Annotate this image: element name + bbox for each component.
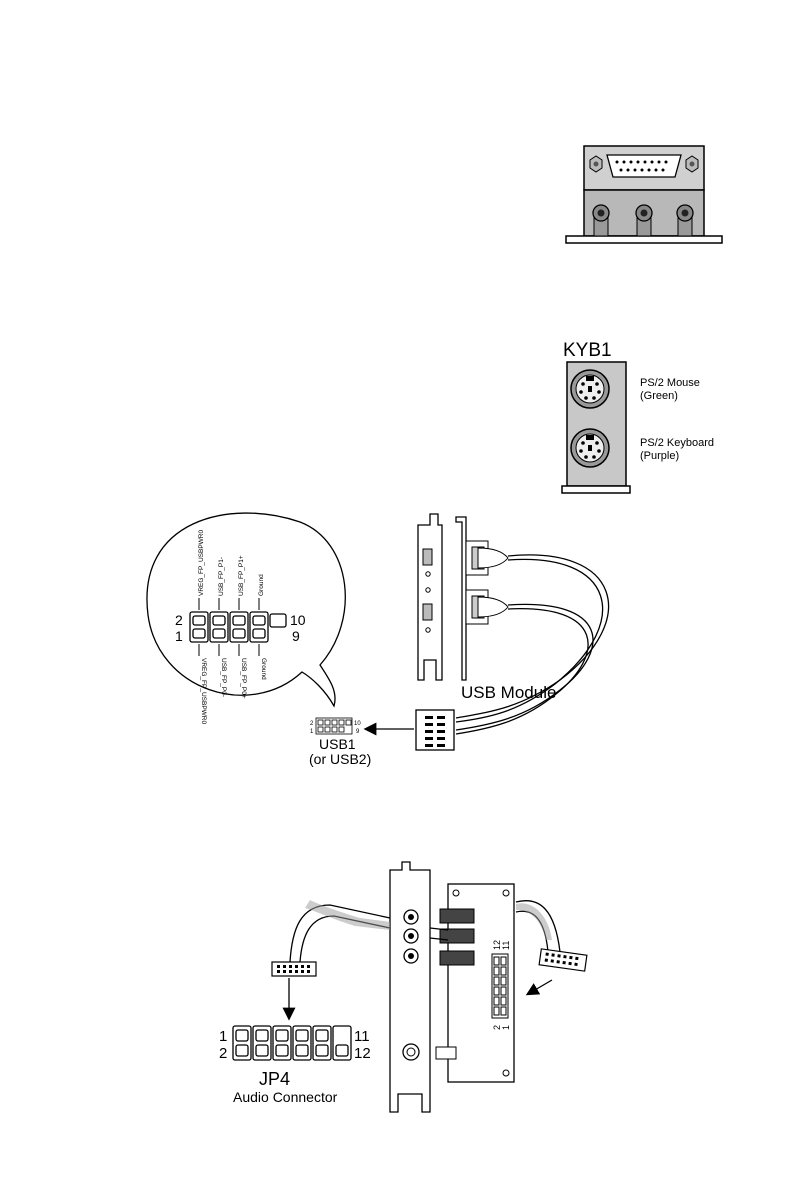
usb1-small-pin-10: 10 xyxy=(354,721,361,727)
audio-jack-icon xyxy=(636,205,652,236)
jp4-pin-12: 12 xyxy=(354,1045,371,1062)
usb-cable xyxy=(456,555,609,734)
ps2-mouse-label: PS/2 Mouse xyxy=(640,377,700,389)
usb-signal-top-0: VREG_FP_USBPWR0 xyxy=(198,530,205,596)
usb-signal-top-1: USB_FP_P1- xyxy=(218,557,225,596)
usb1-header-name: USB1 xyxy=(319,736,356,752)
screw-icon xyxy=(590,156,602,172)
usb-module-bracket xyxy=(418,514,508,680)
jp4-header-desc: Audio Connector xyxy=(233,1089,338,1105)
usb1-small-pin-2: 2 xyxy=(310,721,314,727)
usb-header-plug xyxy=(416,710,454,750)
usb-pin-1: 1 xyxy=(175,628,183,644)
ps2-keyboard-label: PS/2 Keyboard xyxy=(640,437,714,449)
jp4-pin-1: 1 xyxy=(219,1028,227,1045)
card-pin-11: 11 xyxy=(501,941,511,950)
jp4-header-name: JP4 xyxy=(259,1069,290,1089)
jp4-pin-11: 11 xyxy=(354,1028,370,1045)
usb-pinout-callout: 2 1 10 9 VREG_FP_USBPWR0 USB_FP_P1- USB_… xyxy=(147,513,345,724)
audio-jack-icon xyxy=(593,205,609,236)
ps2-keyboard-port-icon xyxy=(571,429,609,467)
kyb1-title: KYB1 xyxy=(563,340,612,361)
kyb1-diagram: KYB1 PS/2 Mouse xyxy=(562,340,714,493)
game-port-bracket xyxy=(566,146,722,243)
audio-plug-left xyxy=(272,962,316,976)
usb1-header-alt: (or USB2) xyxy=(309,751,371,767)
usb-signal-top-2: USB_FP_P1+ xyxy=(238,555,245,596)
usb-pin-9: 9 xyxy=(292,628,300,644)
usb-pin-2: 2 xyxy=(175,612,183,628)
usb1-small-pin-9: 9 xyxy=(356,729,360,735)
ps2-mouse-color: (Green) xyxy=(640,390,678,402)
usb-signal-top-3: Ground xyxy=(258,574,265,596)
jp4-pin-header xyxy=(233,1026,351,1060)
ps2-mouse-port-icon xyxy=(571,370,609,408)
game-port-connector xyxy=(607,155,681,177)
audio-bracket xyxy=(390,862,430,1112)
usb-signal-bottom-2: USB_FP_P0+ xyxy=(240,658,247,699)
audio-jack-icon xyxy=(677,205,693,236)
ps2-keyboard-color: (Purple) xyxy=(640,450,679,462)
audio-card: 12 11 2 1 xyxy=(436,884,514,1082)
usb-signal-bottom-1: USB_FP_P0- xyxy=(220,658,227,697)
usb-signal-bottom-0: VREG_FP_USBPWR0 xyxy=(200,658,207,724)
usb1-small-header xyxy=(316,718,352,734)
screw-icon xyxy=(686,156,698,172)
usb-signal-bottom-3: Ground xyxy=(260,658,267,680)
usb-pin-10: 10 xyxy=(290,612,306,628)
card-header-arrow xyxy=(528,980,552,994)
jp4-pin-2: 2 xyxy=(219,1045,227,1062)
audio-plug-right xyxy=(539,949,587,971)
usb-module-label: USB Module xyxy=(461,683,556,702)
usb1-small-pin-1: 1 xyxy=(310,729,314,735)
card-pin-1: 1 xyxy=(501,1025,511,1030)
